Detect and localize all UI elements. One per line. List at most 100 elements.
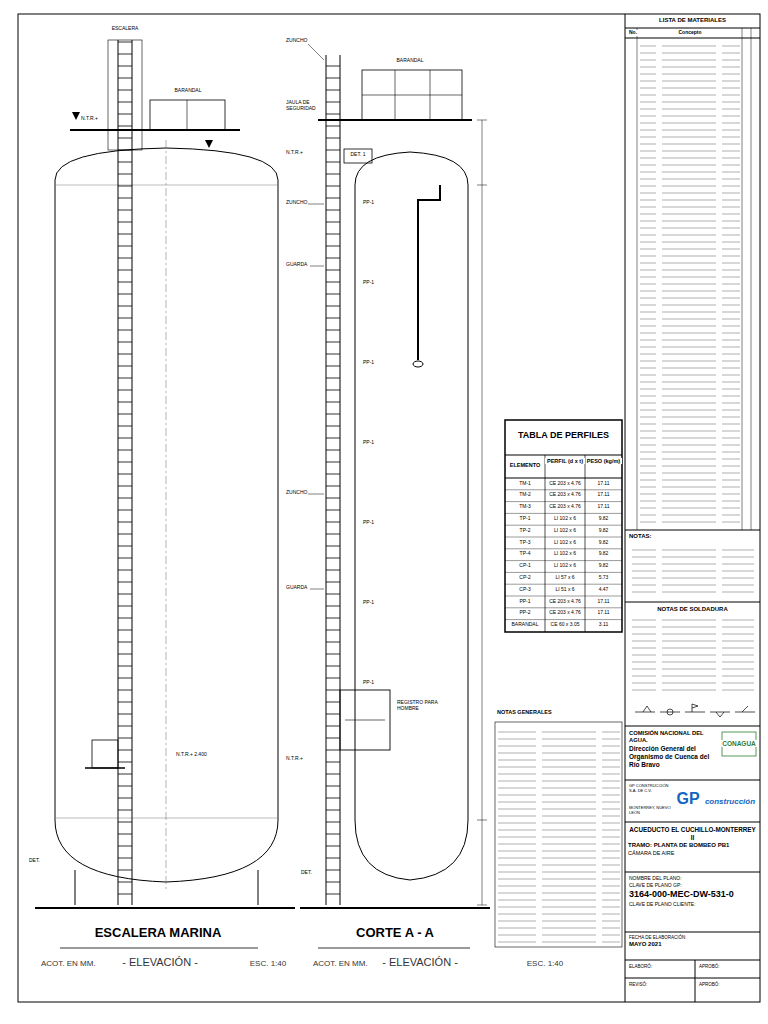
title-block-panel: NOMBRE DEL PLANO:CLAVE DE PLANO GP:3164-… (625, 872, 760, 932)
table-cell: TM-3 (518, 504, 532, 510)
table-cell: PESO (kg/m) (586, 458, 622, 464)
drawing-label: PP-1 (362, 440, 375, 446)
table-cell: CE 203 x 4.76 (548, 481, 582, 487)
table-cell: 17.11 (596, 492, 610, 498)
panel-text: CÁMARA DE AIRE (628, 850, 757, 857)
panel-text: Dirección General del Organismo de Cuenc… (629, 745, 720, 768)
title-block-panel: TABLA DE PERFILES (505, 420, 622, 455)
table-cell: CE 203 x 4.76 (548, 504, 582, 510)
title-block-panel: COMISIÓN NACIONAL DEL AGUA.Dirección Gen… (625, 726, 760, 780)
drawing-label: PP-1 (362, 360, 375, 366)
drawing-label: No. (628, 30, 638, 36)
drawing-label: REVISÓ: (628, 982, 648, 987)
panel-text: NOTAS GENERALES (497, 709, 620, 716)
drawing-label: PP-1 (362, 280, 375, 286)
drawing-label: GP CONSTRUCCIÓN S.A. DE C.V. (628, 784, 675, 793)
table-cell: 4.47 (598, 587, 610, 593)
drawing-label: PP-1 (362, 520, 375, 526)
drawing-label: ESC. 1:40 (249, 959, 287, 968)
table-cell: CE 203 x 4.76 (548, 599, 582, 605)
table-cell: ELEMENTO (509, 462, 541, 468)
panel-text: NOTAS DE SOLDADURA (628, 606, 757, 613)
drawing-label: MONTERREY, NUEVO LEÓN (628, 806, 675, 815)
title-block-panel: NOTAS GENERALES (495, 708, 622, 722)
table-cell: CP-3 (518, 587, 531, 593)
drawing-label: - ELEVACIÓN - (381, 956, 459, 969)
drawing-label: ACOT. EN MM. (40, 959, 97, 968)
drawing-label: CONAGUA (721, 740, 757, 747)
table-cell: TM-1 (518, 481, 532, 487)
title-block-panel: NOTAS DE SOLDADURA (625, 602, 760, 617)
panel-text: TRAMO: PLANTA DE BOMBEO PB1 (628, 842, 757, 849)
table-cell: 9.82 (598, 563, 610, 569)
drawing-label: GP (675, 790, 700, 808)
table-cell: PP-2 (518, 610, 531, 616)
table-cell: CP-2 (518, 575, 531, 581)
drawing-label: N.T.R.+ (285, 150, 304, 156)
table-cell: TP-3 (519, 540, 532, 546)
table-cell: LI 102 x 6 (553, 540, 577, 546)
drawing-label: ACOT. EN MM. (312, 959, 369, 968)
table-cell: TM-2 (518, 492, 532, 498)
panel-text: LISTA DE MATERIALES (628, 17, 757, 24)
drawing-label: ZUNCHO (285, 490, 308, 496)
table-cell: 5.73 (598, 575, 610, 581)
panel-text: CLAVE DE PLANO GP: (629, 882, 757, 888)
drawing-label: - ELEVACIÓN - (121, 956, 199, 969)
drawing-label: PP-1 (362, 200, 375, 206)
drawing-label: N.T.R.+ (80, 116, 99, 122)
panel-text: NOMBRE DEL PLANO: (629, 875, 757, 881)
panel-text: MAYO 2021 (629, 941, 757, 948)
drawing-label: construcción (704, 797, 756, 806)
drawing-label: DET. 1 (349, 152, 366, 158)
drawing-label: REGISTRO PARA HOMBRE (396, 700, 442, 712)
drawing-label: N.T.R.+ 2.400 (175, 752, 208, 758)
table-cell: CE 60 x 3.05 (550, 622, 581, 628)
table-cell: TP-2 (519, 528, 532, 534)
table-cell: LI 102 x 6 (553, 563, 577, 569)
drawing-label: ESC. 1:40 (526, 959, 564, 968)
drawing-label: ESCALERA MARINA (94, 926, 223, 941)
table-cell: LI 102 x 6 (553, 551, 577, 557)
drawing-label: BARANDAL (396, 58, 425, 64)
drawing-label: Concepto (677, 30, 702, 36)
drawing-label: ZUNCHO (285, 200, 308, 206)
panel-text: CLAVE DE PLANO CLIENTE: (629, 901, 757, 907)
table-cell: LI 57 x 6 (554, 575, 575, 581)
drawing-label: PP-1 (362, 680, 375, 686)
drawing-label: CORTE A - A (355, 926, 435, 941)
panel-text: 3164-000-MEC-DW-531-0 (629, 889, 757, 900)
panel-text: NOTAS: (629, 533, 757, 540)
table-cell: TP-1 (519, 516, 532, 522)
drawing-label: ELABORÓ: (628, 964, 653, 969)
table-cell: 17.11 (596, 481, 610, 487)
table-cell: CE 203 x 4.76 (548, 610, 582, 616)
table-cell: BARANDAL (511, 622, 540, 628)
table-cell: LI 102 x 6 (553, 528, 577, 534)
table-cell: 17.11 (596, 504, 610, 510)
title-block-panel: ACUEDUCTO EL CUCHILLO-MONTERREY IITRAMO:… (625, 822, 760, 872)
table-cell: LI 102 x 6 (553, 516, 577, 522)
table-cell: CP-1 (518, 563, 531, 569)
drawing-label: DET. (300, 870, 313, 876)
panel-text: TABLA DE PERFILES (508, 430, 619, 441)
panel-text: ACUEDUCTO EL CUCHILLO-MONTERREY II (628, 826, 757, 841)
table-cell: 17.11 (596, 599, 610, 605)
drawing-label: ZUNCHO (285, 38, 308, 44)
table-cell: 17.11 (596, 610, 610, 616)
drawing-label: N.T.R.+ (285, 756, 304, 762)
drawing-label: GUARDA (285, 585, 308, 591)
table-cell: 9.82 (598, 516, 610, 522)
drawing-label: ESCALERA (111, 26, 140, 32)
table-cell: PP-1 (518, 599, 531, 605)
drawing-label: GUARDA (285, 262, 308, 268)
drawing-label: BARANDAL (174, 88, 203, 94)
drawing-label: APROBÓ: (698, 964, 721, 969)
table-cell: PERFIL (d x t) (545, 458, 585, 464)
drawing-label: JAULA DE SEGURIDAD (285, 100, 323, 112)
table-cell: LI 51 x 6 (554, 587, 575, 593)
drawing-label: DET. (28, 858, 41, 864)
table-cell: 9.82 (598, 551, 610, 557)
table-cell: TP-4 (519, 551, 532, 557)
